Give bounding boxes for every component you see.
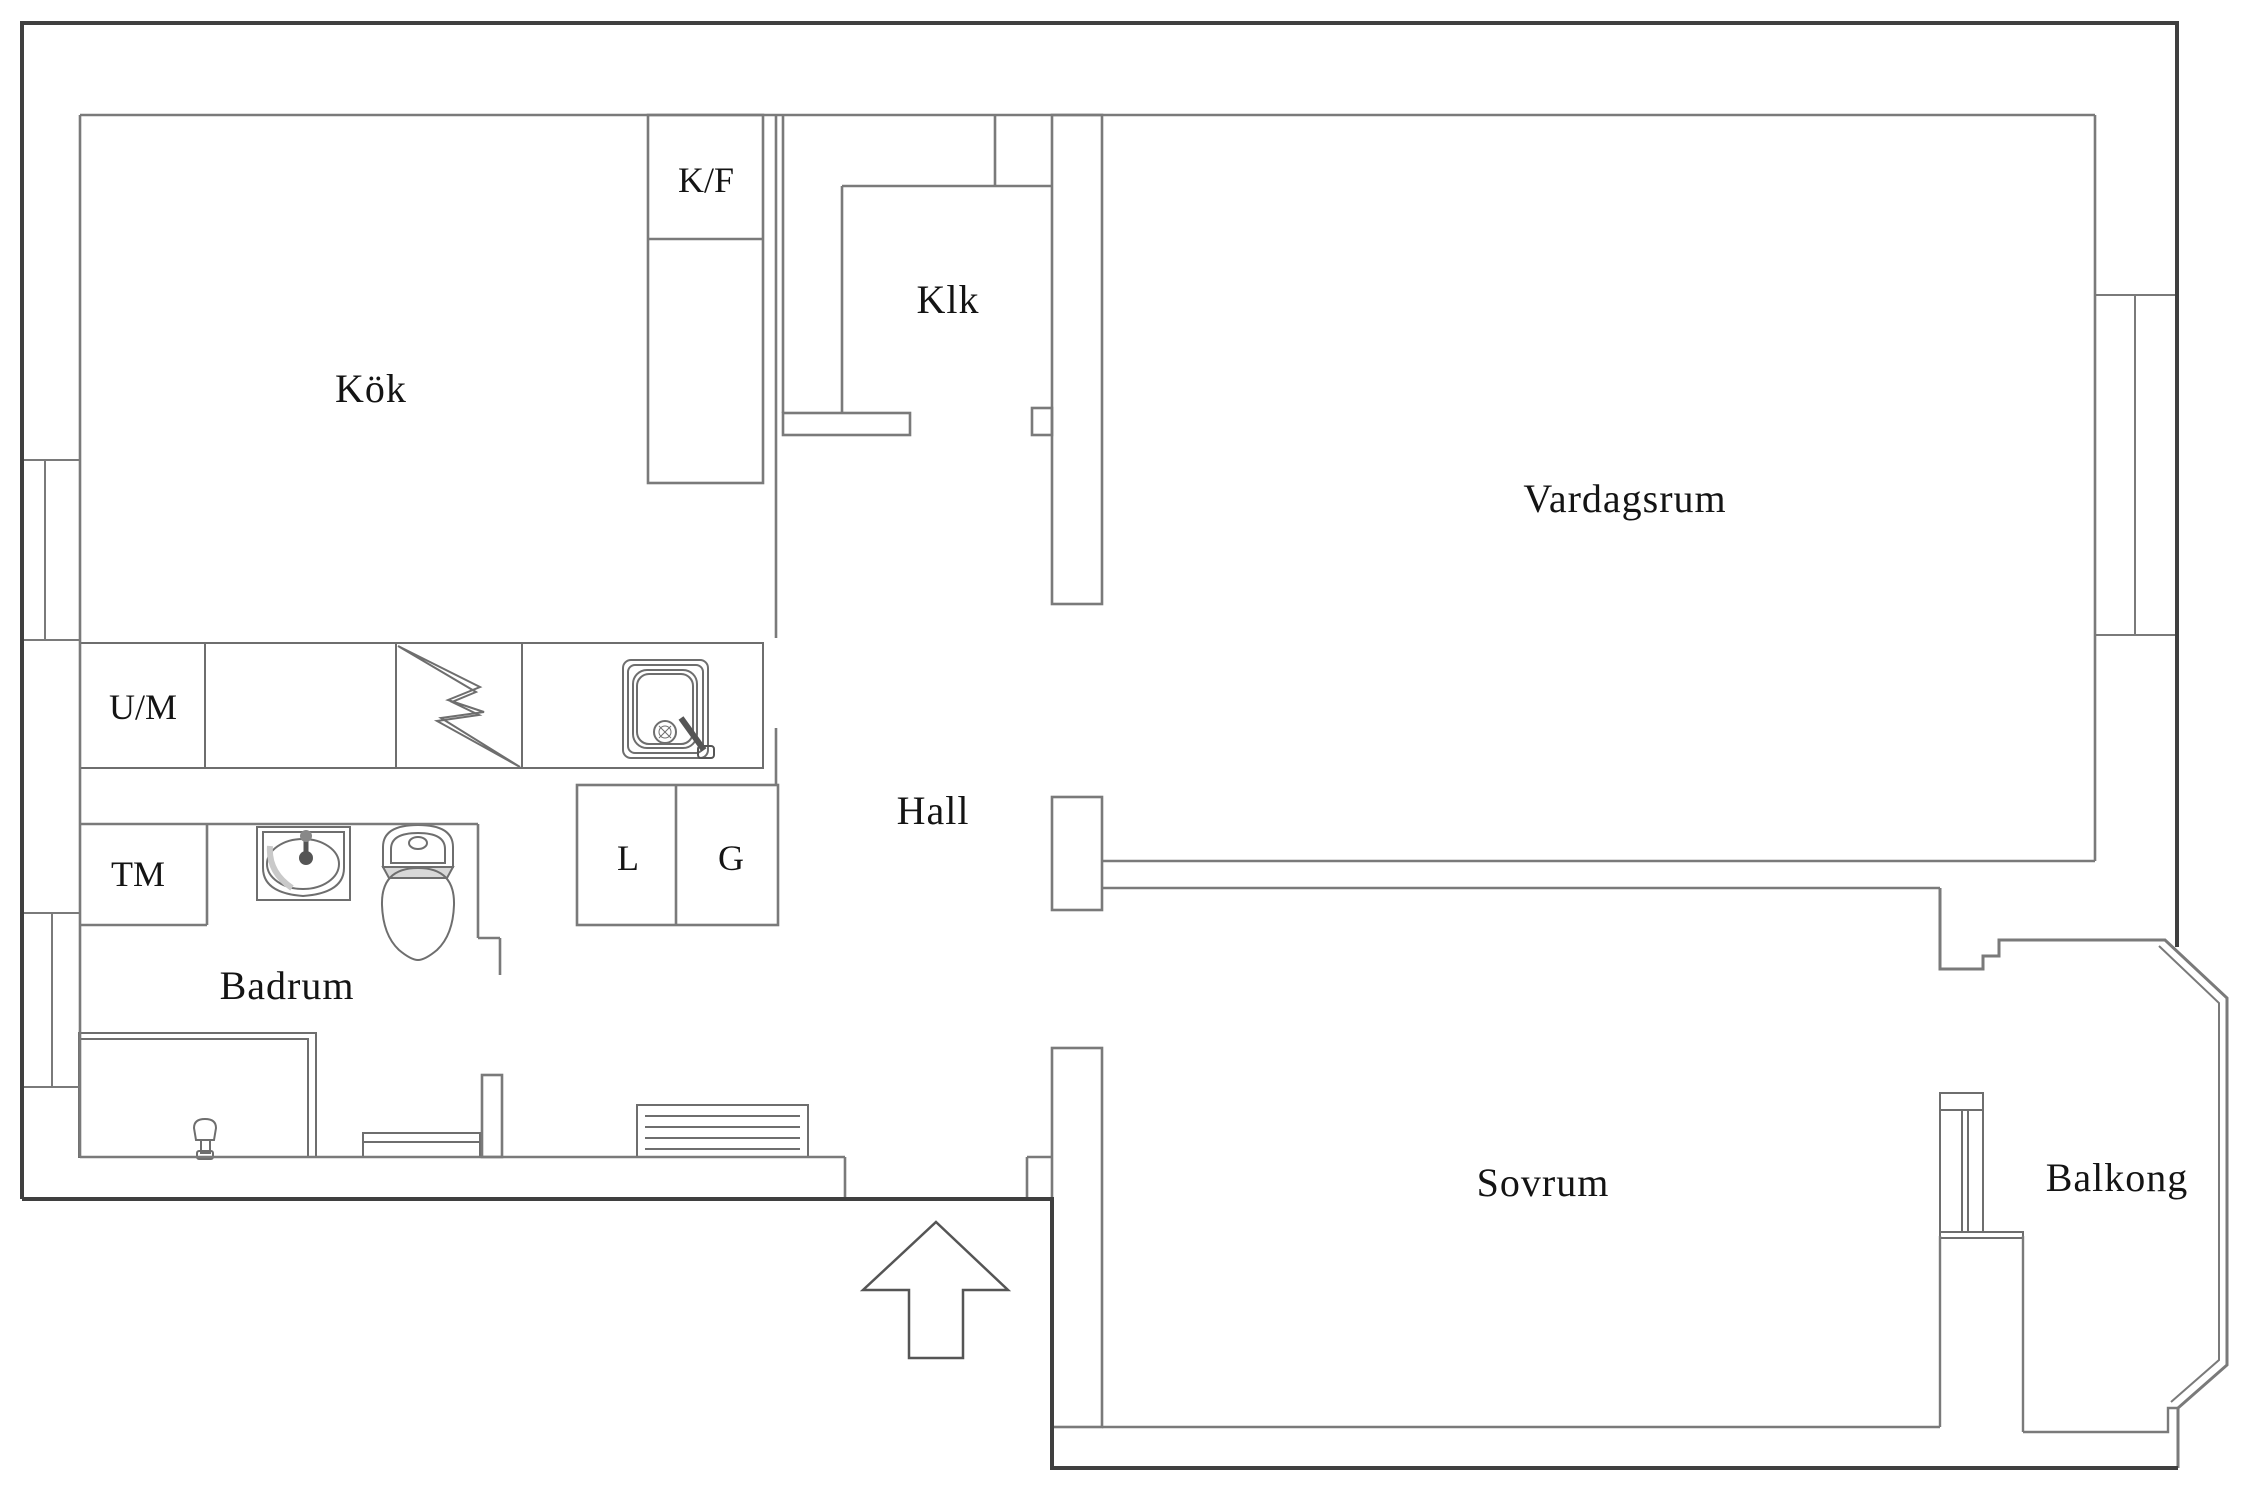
- wall-bedroom-west: [1050, 1046, 1104, 1429]
- labels-layer: Kök K/F Klk Vardagsrum Hall U/M TM L G B…: [109, 160, 2189, 1205]
- windows-layer: [22, 294, 2177, 1088]
- outer-wall-main: [20, 21, 2179, 1199]
- balcony-floor: [2023, 1406, 2178, 1434]
- label-sovrum: Sovrum: [1477, 1160, 1610, 1205]
- label-kf: K/F: [678, 160, 734, 200]
- balcony-outline: [1938, 888, 2229, 1468]
- label-balkong: Balkong: [2046, 1155, 2189, 1200]
- balcony-door-window: [1939, 1092, 2024, 1239]
- label-kok: Kök: [335, 366, 407, 411]
- bath-step: [362, 1132, 481, 1158]
- label-l: L: [617, 838, 639, 878]
- kitchen-sink: [622, 659, 715, 759]
- fixtures-layer: [78, 642, 2024, 1360]
- lg-closets: [575, 783, 780, 927]
- entrance-walls: [80, 1155, 1052, 1200]
- bathroom-walls: [80, 822, 504, 1159]
- entrance-arrow-icon: [859, 1220, 1012, 1360]
- label-g: G: [718, 838, 744, 878]
- livingroom-window: [2095, 294, 2177, 636]
- kitchen-window: [22, 459, 80, 641]
- interior-walls-layer: [78, 113, 2097, 1429]
- bathroom-sink: [256, 826, 351, 901]
- klk-closet-walls: [781, 115, 1054, 437]
- label-vardagsrum: Vardagsrum: [1523, 476, 1726, 521]
- label-um: U/M: [109, 687, 177, 727]
- stove-bolt-icon: [397, 645, 521, 768]
- outer-walls-layer: [20, 21, 2179, 1470]
- label-klk: Klk: [917, 277, 980, 322]
- label-hall: Hall: [897, 788, 970, 833]
- bathtub: [78, 1032, 317, 1158]
- toilet: [380, 823, 456, 962]
- shower-mixer-icon: [192, 1117, 218, 1160]
- bathroom-window: [22, 912, 80, 1088]
- kf-cabinet: [646, 113, 765, 485]
- label-tm: TM: [111, 854, 165, 894]
- kitchen-counter: [79, 642, 764, 769]
- label-badrum: Badrum: [220, 963, 355, 1008]
- outer-wall-bottom: [22, 1197, 2178, 1470]
- wall-stub-hall: [1050, 795, 1104, 912]
- stove: [395, 642, 523, 769]
- wall-livingroom-west-upper: [1050, 113, 1104, 606]
- radiator: [636, 1104, 809, 1158]
- balcony-layer: [1938, 888, 2229, 1468]
- balcony-rail-inner: [2158, 945, 2220, 1403]
